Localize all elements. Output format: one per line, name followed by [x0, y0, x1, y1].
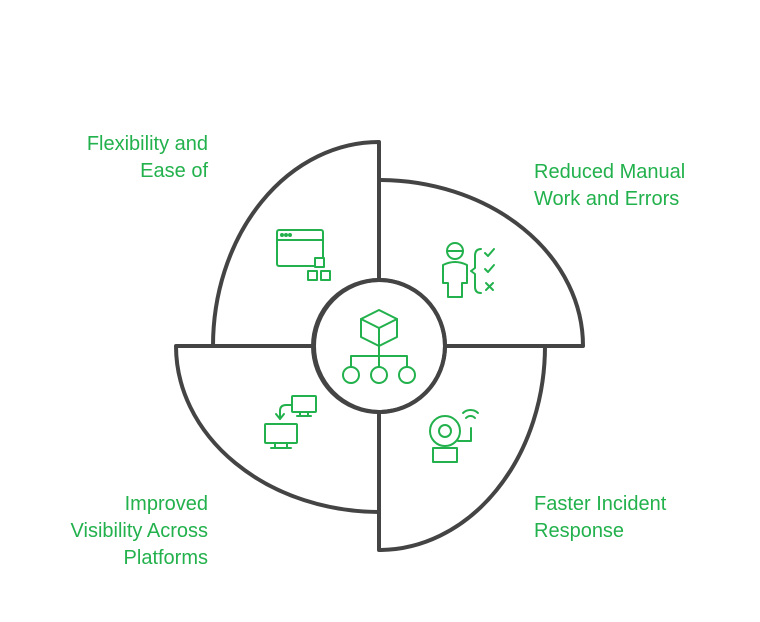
label-faster-incident-response-line-2: Response	[534, 520, 625, 542]
label-flexibility: Flexibility and Ease of	[87, 131, 208, 185]
segment-top-left	[211, 140, 381, 348]
center-hub	[311, 278, 447, 414]
segment-bottom-right	[377, 344, 547, 552]
label-improved-visibility-line-2: Visibility Across	[70, 520, 208, 542]
label-flexibility-line-2: Ease of	[140, 160, 208, 182]
screen-sync-icon	[264, 395, 317, 449]
alarm-bell-icon	[429, 409, 479, 463]
label-reduced-manual-work: Reduced Manual Work and Errors	[534, 159, 685, 213]
label-flexibility-line-1: Flexibility and	[86, 133, 208, 155]
label-improved-visibility: Improved Visibility Across Platforms	[71, 491, 208, 572]
label-reduced-manual-work-line-1: Reduced Manual	[534, 161, 686, 183]
label-improved-visibility-line-3: Platforms	[123, 547, 208, 569]
label-improved-visibility-line-1: Improved	[124, 493, 208, 515]
segment-bottom-left	[174, 344, 381, 514]
label-reduced-manual-work-line-2: Work and Errors	[534, 188, 680, 210]
person-checklist-icon	[442, 242, 495, 298]
network-hierarchy-cube-icon	[342, 309, 416, 384]
browser-window-blocks-icon	[276, 229, 331, 281]
label-faster-incident-response-line-1: Faster Incident	[534, 493, 667, 515]
label-faster-incident-response: Faster Incident Response	[534, 491, 666, 545]
